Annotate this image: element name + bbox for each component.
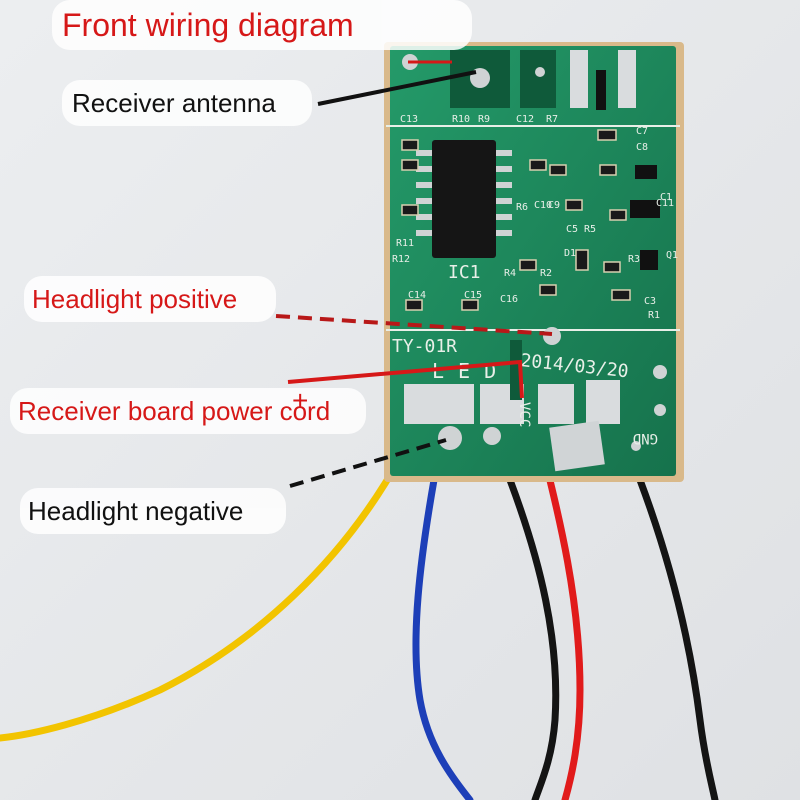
antenna-pointer [317, 70, 477, 106]
component-label-r6: R6 [516, 202, 528, 213]
component-label-c10: C10 [534, 200, 552, 211]
headlight-negative-pointer [289, 438, 447, 488]
ic-label: IC1 [448, 262, 481, 283]
annotation-lines [275, 60, 553, 488]
component-label-c1: C1 [660, 192, 672, 203]
receiver-antenna-label: Receiver antenna [72, 88, 276, 118]
red-wire [536, 436, 584, 800]
component-label-r7: R7 [546, 114, 558, 125]
component-label-c11: C11 [656, 198, 674, 209]
power-cord-pointer [287, 359, 524, 399]
component-label-r4: R4 [504, 268, 516, 279]
component-label-c14: C14 [408, 290, 426, 301]
diagram-title: Front wiring diagram [62, 7, 354, 43]
component-label-c15: C15 [464, 290, 482, 301]
headlight-positive-label: Headlight positive [32, 284, 237, 314]
component-label-r2: R2 [540, 268, 552, 279]
component-label-c7: C7 [636, 126, 648, 137]
component-label-r5: R5 [584, 224, 596, 235]
black-wire-left [506, 476, 560, 800]
component-label-c5: C5 [566, 224, 578, 235]
power-cord-label: Receiver board power cord [18, 396, 330, 426]
component-label-c13: C13 [400, 114, 418, 125]
label-backgrounds [10, 0, 472, 534]
component-label-q1: Q1 [666, 250, 678, 261]
component-label-c12: C12 [516, 114, 534, 125]
headlight-positive-pointer [275, 314, 553, 336]
ic-chip [432, 140, 496, 258]
black-wire-right [636, 476, 719, 800]
component-label-c3: C3 [644, 296, 656, 307]
headlight-negative-label: Headlight negative [28, 496, 243, 526]
component-label-c9: C9 [548, 200, 560, 211]
component-label-c16: C16 [500, 294, 518, 305]
blue-wire [412, 476, 474, 800]
board-model: TY-01R [392, 336, 457, 357]
component-label-r12: R12 [392, 254, 410, 265]
component-label-c8: C8 [636, 142, 648, 153]
gnd-label: GND [633, 430, 658, 446]
vcc-label: VCC [516, 402, 532, 427]
component-label-d1: D1 [564, 248, 576, 259]
component-label-r3: R3 [628, 254, 640, 265]
component-label-r11: R11 [396, 238, 414, 249]
plus-sign: + [292, 385, 308, 416]
component-label-r1: R1 [648, 310, 660, 321]
wires [0, 436, 719, 800]
component-label-r9: R9 [478, 114, 490, 125]
component-label-r10: R10 [452, 114, 470, 125]
yellow-wire [0, 468, 396, 742]
